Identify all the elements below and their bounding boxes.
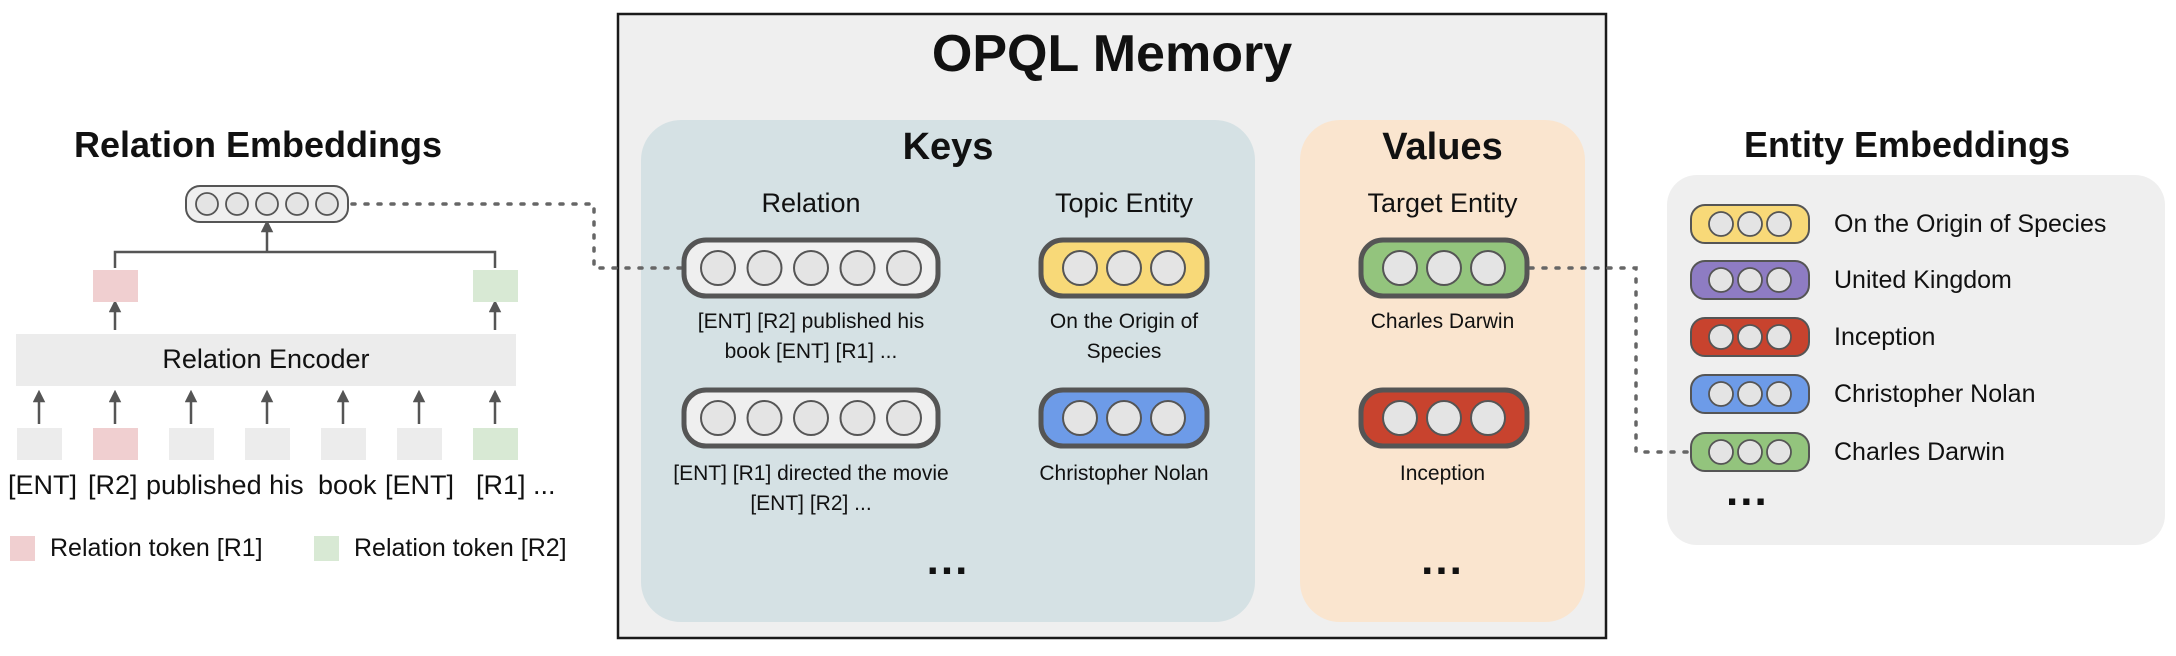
vector-cell (1106, 400, 1142, 436)
vector-cell (195, 192, 219, 216)
token-label-ent-2: [ENT] (385, 470, 455, 500)
merge-connector (113, 250, 497, 268)
token-label-r1: [R1] ... (476, 470, 556, 500)
vector-cell (285, 192, 309, 216)
token-box-r2 (93, 428, 138, 460)
vector-cell (1737, 381, 1763, 407)
encoded-r1-box (473, 270, 518, 302)
vector-cell (886, 250, 922, 286)
values-ellipsis: ... (1421, 535, 1464, 584)
dotted-connector-relation (350, 202, 686, 270)
vector-cell (1737, 211, 1763, 237)
token-box-ent-1 (17, 428, 62, 460)
key-relation-text-2-line-2: [ENT] [R2] ... (750, 492, 872, 515)
vector-cell (746, 250, 783, 286)
vector-cell (1708, 439, 1734, 465)
memory-title: OPQL Memory (931, 25, 1293, 83)
entity-label-charles-darwin: Charles Darwin (1834, 438, 2005, 466)
relation-encoder-label: Relation Encoder (162, 344, 370, 374)
vector-cell (1426, 400, 1462, 436)
key-relation-text-1: [ENT] [R2] published his book [ENT] [R1]… (641, 307, 981, 367)
token-box-his (245, 428, 290, 460)
entity-label-united-kingdom: United Kingdom (1834, 266, 2012, 294)
vector-cell (839, 400, 876, 436)
token-label-r2: [R2] (88, 470, 138, 500)
vector-cell (1708, 267, 1734, 293)
vector-cell (255, 192, 279, 216)
vector-cell (1470, 250, 1506, 286)
keys-title: Keys (902, 126, 994, 168)
entity-embeddings-title: Entity Embeddings (1744, 124, 2071, 165)
token-box-book (321, 428, 366, 460)
key-relation-text-2-line-1: [ENT] [R1] directed the movie (673, 462, 949, 485)
vector-cell (746, 400, 783, 436)
legend-label-r1: Relation token [R1] (50, 534, 263, 562)
keys-topic-header: Topic Entity (1054, 188, 1194, 218)
vector-cell (1382, 400, 1418, 436)
vector-cell (839, 250, 876, 286)
token-label-published-his: published his (146, 470, 304, 500)
topic-entity-text-1-line-1: On the Origin of (1049, 310, 1199, 333)
dotted-connector-entity (1528, 266, 1692, 454)
vector-cell (1766, 324, 1792, 350)
vector-cell (1708, 211, 1734, 237)
vector-cell (886, 400, 922, 436)
vector-cell (700, 250, 736, 286)
vector-cell (1382, 250, 1418, 286)
token-box-published (169, 428, 214, 460)
vector-cell (793, 250, 829, 286)
keys-ellipsis: ... (926, 535, 970, 584)
vector-cell (1106, 250, 1142, 286)
token-label-book: book (318, 470, 377, 500)
relation-embeddings-title: Relation Embeddings (74, 124, 443, 165)
vector-cell (1766, 267, 1792, 293)
keys-relation-header: Relation (761, 188, 861, 218)
legend-label-r2: Relation token [R2] (354, 534, 567, 562)
vector-cell (1708, 381, 1734, 407)
vector-cell (1062, 400, 1098, 436)
vector-cell (1766, 211, 1792, 237)
token-label-ent: [ENT] (8, 470, 78, 500)
values-target-header: Target Entity (1367, 188, 1518, 218)
vector-cell (1766, 439, 1792, 465)
topic-entity-text-2-line-1: Christopher Nolan (1039, 462, 1209, 485)
entity-ellipsis: ... (1726, 466, 1769, 515)
vector-cell (1708, 324, 1734, 350)
vector-cell (1470, 400, 1506, 436)
vector-cell (1737, 439, 1763, 465)
entity-label-origin-of-species: On the Origin of Species (1834, 210, 2107, 238)
token-box-r1 (473, 428, 518, 460)
topic-entity-text-2: Christopher Nolan (1004, 459, 1244, 489)
values-title: Values (1382, 126, 1503, 168)
key-relation-text-1-line-1: [ENT] [R2] published his (697, 310, 925, 333)
relation-encoder-box (16, 334, 516, 386)
target-entity-text-1: Charles Darwin (1370, 310, 1515, 333)
vector-cell (1150, 250, 1186, 286)
topic-entity-text-1: On the Origin of Species (1004, 307, 1244, 367)
vector-cell (1426, 250, 1462, 286)
vector-cell (1150, 400, 1186, 436)
legend-swatch-r1 (10, 536, 35, 561)
vector-cell (793, 400, 829, 436)
vector-cell (1062, 250, 1098, 286)
encoded-r2-box (93, 270, 138, 302)
vector-cell (315, 192, 339, 216)
entity-label-christopher-nolan: Christopher Nolan (1834, 380, 2036, 408)
vector-cell (1737, 324, 1763, 350)
key-relation-text-2: [ENT] [R1] directed the movie [ENT] [R2]… (641, 459, 981, 519)
vector-cell (225, 192, 249, 216)
vector-cell (1766, 381, 1792, 407)
vector-cell (700, 400, 736, 436)
topic-entity-text-1-line-2: Species (1086, 340, 1162, 363)
legend-swatch-r2 (314, 536, 339, 561)
vector-cell (1737, 267, 1763, 293)
target-entity-text-2: Inception (1399, 462, 1486, 485)
token-box-ent-2 (397, 428, 442, 460)
entity-label-inception: Inception (1834, 323, 1936, 351)
key-relation-text-1-line-2: book [ENT] [R1] ... (724, 340, 898, 363)
